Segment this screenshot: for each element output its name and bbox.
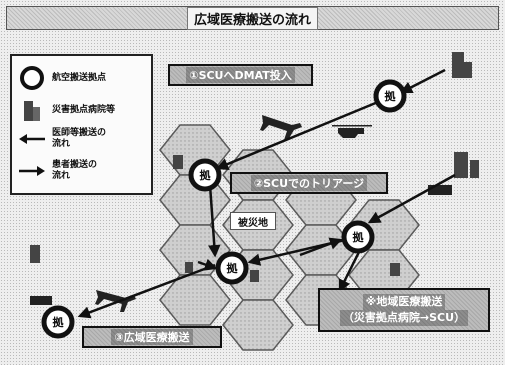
legend-item-patient-flow: 患者搬送の 流れ — [12, 160, 155, 182]
page-title: 広域医療搬送の流れ — [186, 6, 318, 30]
legend-label: 医師等搬送の 流れ — [52, 128, 107, 149]
arrow-left-icon — [19, 134, 45, 144]
step3-label: ③広域医療搬送 — [82, 326, 222, 348]
air-base-symbol: 拠 — [199, 169, 211, 182]
air-base-symbol: 拠 — [352, 231, 364, 244]
step3-text: ③広域医療搬送 — [111, 329, 193, 345]
arrow-patient-flow — [299, 237, 343, 257]
arrow-patient-flow — [77, 263, 216, 319]
title-bar: 広域医療搬送の流れ — [6, 6, 499, 30]
step2-text: ②SCUでのトリアージ — [250, 175, 368, 191]
hex-cell — [159, 274, 231, 326]
step1-text: ①SCUへDMAT投入 — [186, 67, 295, 83]
airplane-icon — [95, 290, 136, 312]
step1-label: ①SCUへDMAT投入 — [168, 64, 313, 86]
helicopter-icon — [332, 125, 372, 138]
ambulance-icon — [30, 296, 52, 305]
legend-item-hospital: 災害拠点病院等 — [12, 98, 155, 122]
legend: 航空搬送拠点 災害拠点病院等 医師等搬送の 流れ 患者搬送の 流れ — [10, 54, 153, 195]
legend-item-doctor-flow: 医師等搬送の 流れ — [12, 128, 155, 150]
regional-line1: ※地域医療搬送 — [362, 294, 446, 310]
arrow-patient-flow — [338, 249, 362, 293]
aircraft-icons — [30, 115, 452, 312]
arrow-doctor-flow — [367, 173, 456, 224]
hospital-icons — [30, 52, 479, 282]
hex-cell — [222, 299, 294, 351]
hospital-icon — [24, 101, 40, 121]
air-base-markers — [41, 79, 407, 339]
arrow-right-icon — [19, 166, 45, 176]
legend-item-air-base: 航空搬送拠点 — [12, 64, 155, 92]
arrow-doctor-flow — [208, 184, 221, 258]
air-base-symbol: 拠 — [52, 316, 64, 329]
arrow-doctor-flow — [215, 100, 379, 170]
step2-label: ②SCUでのトリアージ — [230, 172, 388, 194]
legend-label: 患者搬送の 流れ — [52, 160, 98, 181]
arrow-doctor-flow — [399, 68, 446, 94]
legend-label: 航空搬送拠点 — [52, 72, 107, 83]
air-base-symbol: 拠 — [384, 90, 396, 103]
disaster-area-label: 被災地 — [230, 212, 276, 230]
air-base-symbol: 拠 — [226, 262, 238, 275]
air-base-icon — [20, 66, 44, 90]
airplane-icon — [260, 115, 302, 140]
regional-transport-note: ※地域医療搬送 （災害拠点病院→SCU） — [318, 288, 490, 332]
ambulance-icon — [428, 185, 452, 195]
flow-arrows — [77, 68, 456, 319]
regional-line2: （災害拠点病院→SCU） — [339, 310, 469, 326]
legend-label: 災害拠点病院等 — [52, 104, 116, 115]
